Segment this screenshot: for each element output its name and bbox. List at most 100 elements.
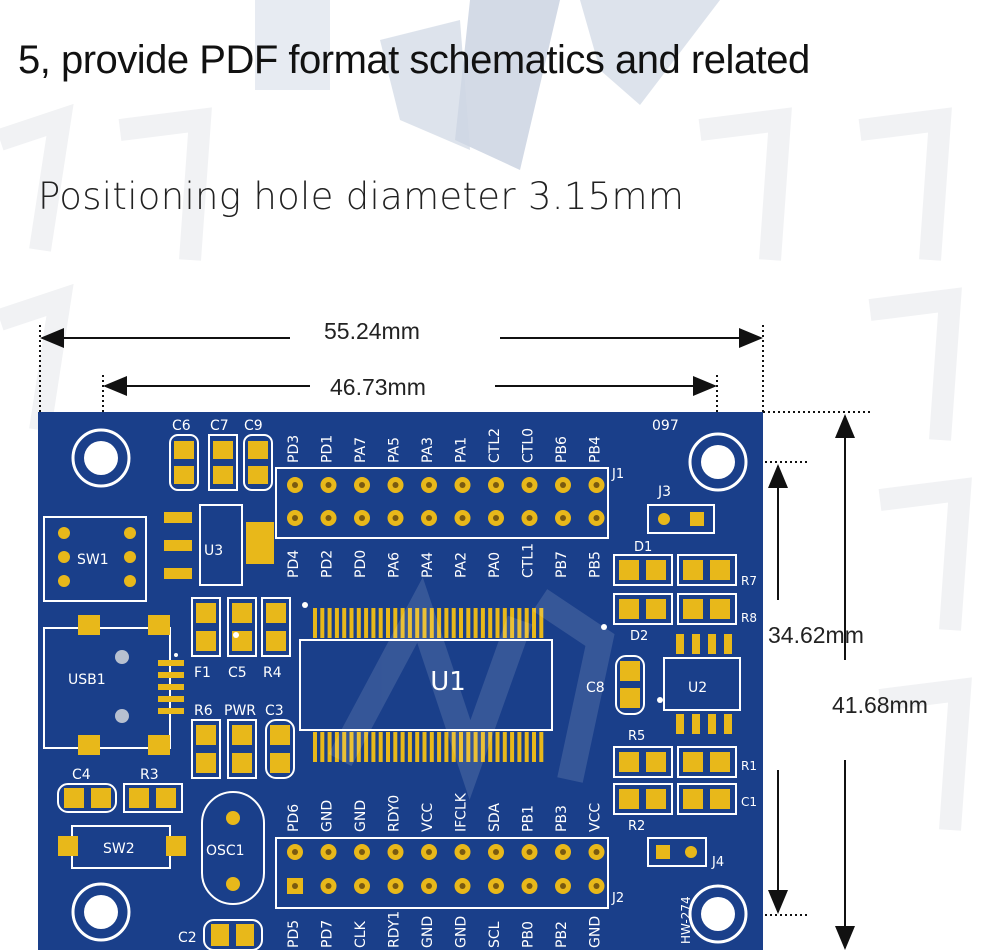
svg-text:C1: C1 <box>741 795 757 809</box>
pin-label: RDY0 <box>387 795 403 832</box>
svg-text:C4: C4 <box>72 767 91 783</box>
pin-label: GND <box>420 916 436 948</box>
pin-label: PA0 <box>487 552 503 578</box>
r5-r1-c1-r2 <box>613 746 737 815</box>
pin-label: GND <box>353 800 369 832</box>
cap-label: C9 <box>244 418 263 434</box>
svg-text:J2: J2 <box>611 891 624 906</box>
svg-text:J1: J1 <box>611 467 624 482</box>
pin-label: PD0 <box>353 550 369 578</box>
pin-label: SDA <box>487 803 503 832</box>
svg-text:PWR: PWR <box>224 703 256 719</box>
svg-text:U2: U2 <box>688 680 707 696</box>
svg-text:R1: R1 <box>741 759 757 773</box>
u1-label: U1 <box>430 667 466 697</box>
j4-header: J4 <box>647 837 724 870</box>
pin-label: PB6 <box>554 436 570 463</box>
d1-d2-r7-r8 <box>613 554 737 625</box>
svg-text:OSC1: OSC1 <box>206 843 245 859</box>
page-heading: 5, provide PDF format schematics and rel… <box>18 38 810 82</box>
svg-text:SW1: SW1 <box>77 552 109 568</box>
pin-label: PA3 <box>420 437 436 463</box>
pin-label: PA6 <box>387 552 403 578</box>
hole-diameter-note: Positioning hole diameter 3.15mm <box>38 175 685 218</box>
svg-text:C2: C2 <box>178 930 197 946</box>
svg-text:F1: F1 <box>194 665 211 681</box>
pin-label: PA2 <box>454 552 470 578</box>
j3-header: J3 <box>647 484 715 534</box>
pin-label: IFCLK <box>454 792 470 832</box>
svg-text:D1: D1 <box>634 540 652 555</box>
pin-label: PA4 <box>420 552 436 578</box>
svg-text:USB1: USB1 <box>68 672 106 688</box>
j2-pins <box>287 844 605 894</box>
j2-header-outline <box>275 837 609 909</box>
pin-label: PD2 <box>320 550 336 578</box>
top-left-caps <box>169 434 273 491</box>
u3-regulator: U3 <box>164 504 274 586</box>
svg-text:R2: R2 <box>628 819 645 834</box>
pin-label: PD7 <box>320 920 336 948</box>
pin-label: GND <box>454 916 470 948</box>
svg-text:SW2: SW2 <box>103 841 135 857</box>
pin-label: SCL <box>487 921 503 948</box>
svg-text:C3: C3 <box>265 703 284 719</box>
dim-hole-spacing-x: 46.73mm <box>330 374 426 400</box>
r6-pwr-c3 <box>191 719 295 779</box>
pin-label: VCC <box>420 803 436 832</box>
pin-label: PA5 <box>387 437 403 463</box>
c2-cap: C2 <box>178 919 263 950</box>
svg-text:R6: R6 <box>194 703 213 719</box>
sw2-switch: SW2 <box>58 825 186 869</box>
svg-text:C8: C8 <box>586 680 605 696</box>
cap-label: C6 <box>172 418 191 434</box>
cap-label: C7 <box>210 418 229 434</box>
j1-pins <box>287 477 605 526</box>
pin-label: PB2 <box>554 921 570 948</box>
pin-label: PB3 <box>554 805 570 832</box>
dim-outer-width: 55.24mm <box>324 318 420 344</box>
svg-text:097: 097 <box>652 418 679 434</box>
dimension-lines <box>39 325 872 950</box>
pin-label: CLK <box>353 920 369 948</box>
pin-label: CTL2 <box>487 428 503 463</box>
svg-text:J4: J4 <box>711 855 724 870</box>
svg-text:R8: R8 <box>741 611 757 625</box>
pin-label: CTL0 <box>521 428 537 463</box>
pin-label: RDY1 <box>387 911 403 948</box>
pin-label: PD6 <box>286 804 302 832</box>
sw1-switch: SW1 <box>43 516 147 602</box>
pin-label: PB4 <box>588 436 604 463</box>
svg-text:C5: C5 <box>228 665 247 681</box>
osc1-crystal: OSC1 <box>201 791 265 905</box>
pin-label: PB5 <box>588 551 604 578</box>
dim-outer-height: 41.68mm <box>832 692 928 718</box>
svg-text:R5: R5 <box>628 729 645 744</box>
c4-r3 <box>57 783 183 813</box>
svg-text:U3: U3 <box>204 543 223 559</box>
svg-text:D2: D2 <box>630 629 648 644</box>
usb1-connector: USB1 <box>43 615 184 755</box>
svg-text:R7: R7 <box>741 574 757 588</box>
u2-chip: U2 <box>663 634 741 734</box>
u1-chip: U1 <box>299 608 553 762</box>
dim-hole-spacing-y: 34.62mm <box>768 622 864 648</box>
pin-label: PB1 <box>521 805 537 832</box>
pin-label: PB7 <box>554 551 570 578</box>
pin-label: VCC <box>588 803 604 832</box>
pin-label: PD4 <box>286 550 302 578</box>
pin-label: PB0 <box>521 921 537 948</box>
pin-label: PD1 <box>320 435 336 463</box>
pin-label: PA7 <box>353 437 369 463</box>
c8-cap: C8 <box>586 655 645 715</box>
svg-text:J3: J3 <box>657 484 671 500</box>
pin-label: PD5 <box>286 920 302 948</box>
j1-header-outline <box>275 467 609 539</box>
pin-label: PD3 <box>286 435 302 463</box>
